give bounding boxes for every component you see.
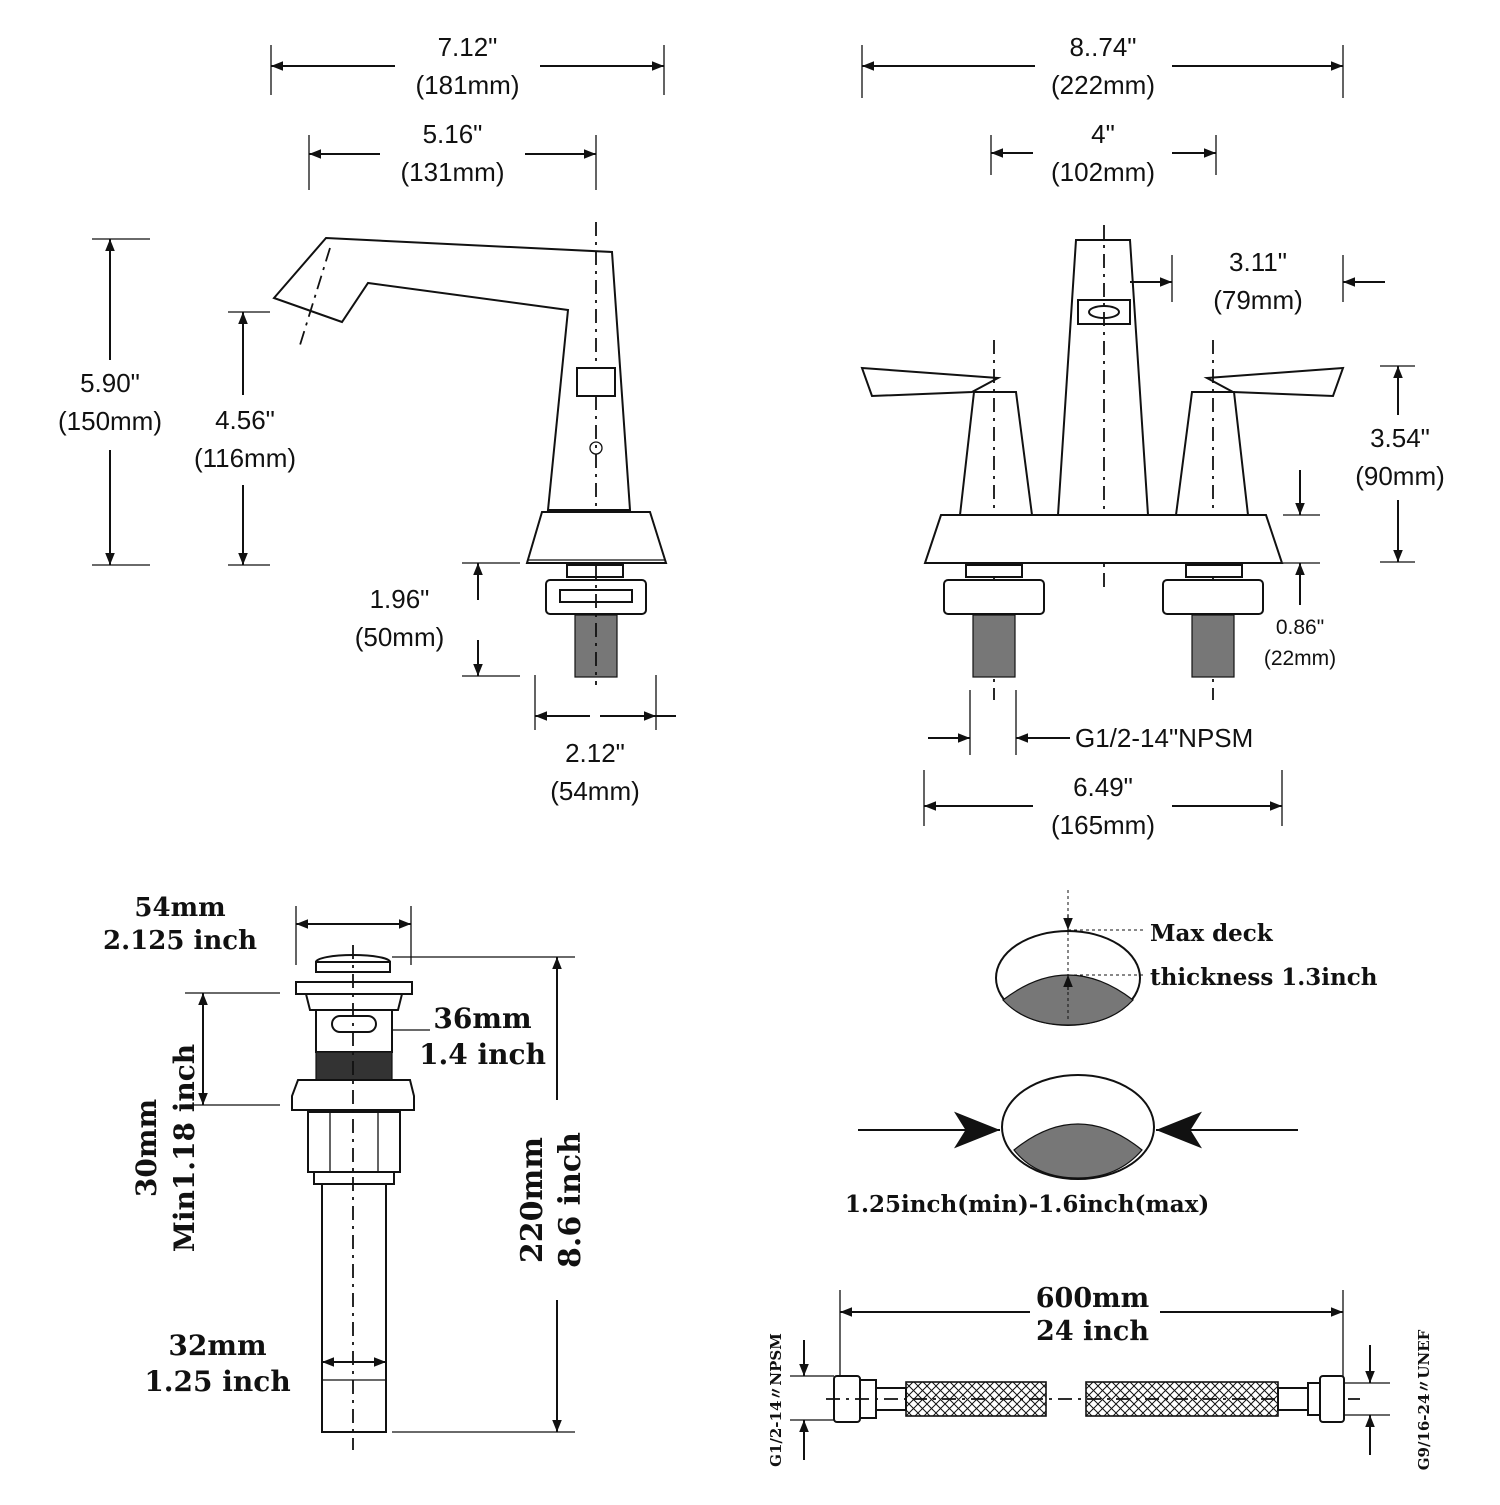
handle-height-in: 3.54" bbox=[1370, 423, 1430, 453]
min-height-label: 30mm Min1.18 inch bbox=[128, 1028, 204, 1268]
total-length-mm: 220mm bbox=[515, 1136, 550, 1264]
shank-length-in: 1.96" bbox=[369, 584, 430, 614]
shank-length-label: 1.96" (50mm) bbox=[332, 580, 467, 656]
base-width-in: 2.12" bbox=[565, 738, 625, 768]
total-height-in: 5.90" bbox=[80, 368, 140, 398]
hole-range-label: 1.25inch(min)-1.6inch(max) bbox=[845, 1191, 1210, 1218]
spout-to-handle-in: 3.11" bbox=[1229, 247, 1287, 277]
cap-width-mm: 54mm bbox=[134, 893, 226, 923]
thread-label: G1/2-14"NPSM bbox=[1075, 723, 1254, 753]
deck-hole-illustration bbox=[858, 890, 1298, 1180]
max-deck-line1: Max deck bbox=[1150, 920, 1273, 947]
total-length-in: 8.6 inch bbox=[553, 1132, 588, 1268]
min-height-mm: 30mm bbox=[130, 1098, 163, 1198]
max-deck-label: Max deck thickness 1.3inch bbox=[1150, 912, 1430, 1000]
front-overall-width-in: 8..74" bbox=[1069, 32, 1137, 62]
overall-width-label: 7.12" (181mm) bbox=[395, 28, 540, 104]
center-spread-label: 4" (102mm) bbox=[1033, 115, 1173, 191]
body-width-in: 1.4 inch bbox=[419, 1038, 546, 1071]
tail-width-mm: 32mm bbox=[168, 1329, 267, 1362]
tail-width-in: 1.25 inch bbox=[144, 1365, 291, 1398]
base-length-mm: (165mm) bbox=[1050, 810, 1155, 840]
left-thread-label: G1/2-14〃NPSM bbox=[767, 1333, 785, 1467]
hose-length-mm: 600mm bbox=[1035, 1283, 1150, 1314]
spout-to-handle-mm: (79mm) bbox=[1213, 285, 1303, 315]
spout-height-label: 4.56" (116mm) bbox=[175, 401, 315, 477]
tail-width-label: 32mm 1.25 inch bbox=[130, 1328, 305, 1400]
spout-reach-label: 5.16" (131mm) bbox=[380, 115, 525, 191]
body-width-label: 36mm 1.4 inch bbox=[405, 1001, 560, 1073]
spout-reach-in: 5.16" bbox=[422, 119, 483, 149]
spout-reach-mm: (131mm) bbox=[400, 157, 505, 187]
front-overall-width-mm: (222mm) bbox=[1050, 70, 1155, 100]
center-spread-in: 4" bbox=[1091, 119, 1115, 149]
cap-width-in: 2.125 inch bbox=[103, 926, 257, 956]
body-width-mm: 36mm bbox=[433, 1002, 532, 1035]
total-height-mm: (150mm) bbox=[57, 406, 162, 436]
max-deck-line2: thickness 1.3inch bbox=[1150, 964, 1378, 991]
total-length-label: 220mm 8.6 inch bbox=[514, 1080, 590, 1320]
faucet-front-view bbox=[860, 45, 1415, 826]
center-spread-mm: (102mm) bbox=[1050, 157, 1155, 187]
shank-length-mm: (50mm) bbox=[354, 622, 445, 652]
spout-height-in: 4.56" bbox=[215, 405, 275, 435]
base-length-label: 6.49" (165mm) bbox=[1033, 768, 1173, 844]
hose-length-label: 600mm 24 inch bbox=[1010, 1282, 1175, 1348]
front-overall-width-label: 8..74" (222mm) bbox=[1033, 28, 1173, 104]
hose-length-in: 24 inch bbox=[1036, 1316, 1149, 1347]
base-length-in: 6.49" bbox=[1073, 772, 1133, 802]
base-height-label: 0.86" (22mm) bbox=[1250, 612, 1350, 674]
right-thread-label: G9/16-24〃UNEF bbox=[1415, 1329, 1433, 1471]
handle-height-mm: (90mm) bbox=[1355, 461, 1445, 491]
overall-width-in: 7.12" bbox=[437, 32, 498, 62]
base-height-mm: (22mm) bbox=[1263, 647, 1337, 670]
cap-width-label: 54mm 2.125 inch bbox=[80, 892, 280, 958]
drain-assembly bbox=[185, 906, 575, 1450]
min-height-in: Min1.18 inch bbox=[168, 1043, 201, 1253]
supply-hose bbox=[790, 1290, 1390, 1460]
overall-width-mm: (181mm) bbox=[415, 70, 520, 100]
base-width-mm: (54mm) bbox=[550, 776, 640, 806]
total-height-label: 5.90" (150mm) bbox=[40, 364, 180, 440]
base-height-in: 0.86" bbox=[1275, 616, 1325, 639]
spout-height-mm: (116mm) bbox=[193, 443, 297, 473]
base-width-label: 2.12" (54mm) bbox=[525, 734, 665, 810]
handle-height-label: 3.54" (90mm) bbox=[1340, 419, 1460, 495]
spout-to-handle-label: 3.11" (79mm) bbox=[1188, 243, 1328, 319]
faucet-side-view bbox=[92, 45, 676, 730]
